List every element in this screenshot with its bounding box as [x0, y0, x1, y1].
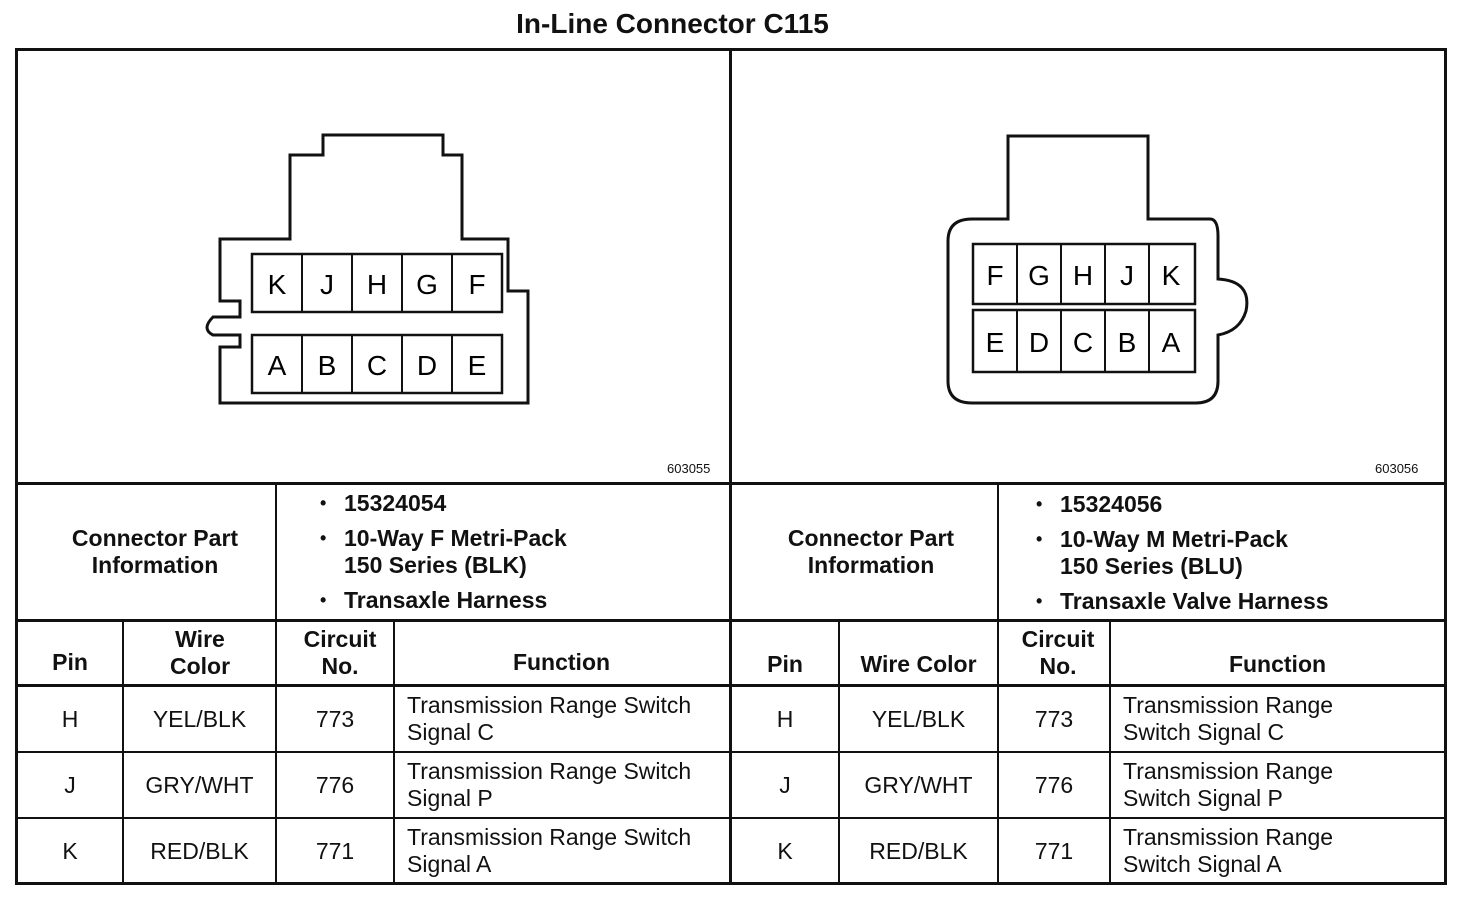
pin-label-k: K: [1162, 260, 1181, 291]
pin-label-h: H: [367, 269, 387, 300]
pin-label-j: J: [1120, 260, 1134, 291]
col-divider: [997, 484, 999, 884]
row-wire: GRY/WHT: [145, 771, 254, 798]
pin-label-j: J: [320, 269, 334, 300]
row-function: Transmission Range Switch Signal A: [1123, 824, 1334, 877]
header-divider: [15, 684, 1447, 687]
harness-name: Transaxle Valve Harness: [1036, 588, 1436, 615]
row-pin: J: [64, 771, 76, 798]
row-divider: [15, 751, 1447, 753]
image-id-left: 603055: [667, 461, 711, 476]
connector-info-label-left: Connector Part Information: [71, 525, 239, 578]
pin-label-b: B: [318, 350, 337, 381]
pin-label-e: E: [468, 350, 487, 381]
row-circuit: 776: [315, 771, 355, 798]
pin-label-b: B: [1118, 327, 1137, 358]
row-wire: YEL/BLK: [871, 705, 966, 732]
part-number: 15324056: [1036, 491, 1436, 518]
row-function: Transmission Range Switch Signal A: [407, 824, 692, 877]
header-pin: Pin: [767, 650, 803, 677]
row-pin: J: [779, 771, 791, 798]
row-function: Transmission Range Switch Signal P: [1123, 758, 1334, 811]
connector-info-label-right: Connector Part Information: [787, 525, 955, 578]
pin-label-e: E: [986, 327, 1005, 358]
row-circuit: 771: [315, 837, 355, 864]
connector-type: 10-Way F Metri-Pack 150 Series (BLK): [320, 525, 604, 579]
col-divider: [393, 621, 395, 884]
pin-label-f: F: [986, 260, 1003, 291]
pin-label-a: A: [1162, 327, 1181, 358]
pin-label-g: G: [1028, 260, 1050, 291]
pin-label-k: K: [268, 269, 287, 300]
row-circuit: 773: [1034, 705, 1074, 732]
row-circuit: 773: [315, 705, 355, 732]
row-function: Transmission Range Switch Signal C: [407, 692, 692, 745]
pin-label-c: C: [367, 350, 387, 381]
header-circuit: Circuit No.: [303, 625, 377, 679]
row-pin: K: [62, 837, 78, 864]
pin-label-a: A: [268, 350, 287, 381]
page-title: In-Line Connector C115: [516, 8, 829, 39]
row-function: Transmission Range Switch Signal P: [407, 758, 692, 811]
row-circuit: 771: [1034, 837, 1074, 864]
header-circuit: Circuit No.: [1021, 625, 1095, 679]
pin-label-c: C: [1073, 327, 1093, 358]
header-function: Function: [1228, 650, 1327, 677]
connector-info-list-left: 15324054 10-Way F Metri-Pack 150 Series …: [320, 490, 700, 622]
row-divider: [15, 817, 1447, 819]
row-wire: YEL/BLK: [152, 705, 247, 732]
col-divider: [1109, 621, 1111, 884]
pin-label-d: D: [417, 350, 437, 381]
row-wire: RED/BLK: [869, 837, 968, 864]
row-pin: H: [776, 705, 794, 732]
info-divider: [15, 619, 1447, 622]
pin-label-f: F: [468, 269, 485, 300]
row-pin: H: [61, 705, 79, 732]
pin-label-g: G: [416, 269, 438, 300]
row-circuit: 776: [1034, 771, 1074, 798]
header-pin: Pin: [52, 648, 88, 675]
col-divider: [275, 484, 277, 884]
col-divider: [122, 621, 124, 884]
row-wire: GRY/WHT: [864, 771, 973, 798]
part-number: 15324054: [320, 490, 700, 517]
row-wire: RED/BLK: [150, 837, 249, 864]
pin-label-h: H: [1073, 260, 1093, 291]
row-pin: K: [777, 837, 793, 864]
header-wire-color: Wire Color: [860, 650, 977, 677]
harness-name: Transaxle Harness: [320, 587, 700, 614]
image-id-right: 603056: [1375, 461, 1419, 476]
connector-type: 10-Way M Metri-Pack 150 Series (BLU): [1036, 526, 1320, 580]
center-divider: [729, 48, 732, 885]
header-function: Function: [512, 648, 611, 675]
row-function: Transmission Range Switch Signal C: [1123, 692, 1334, 745]
header-wire-color: Wire Color: [169, 625, 231, 679]
drawing-divider: [15, 482, 1447, 485]
connector-info-list-right: 15324056 10-Way M Metri-Pack 150 Series …: [1036, 491, 1436, 623]
pin-label-d: D: [1029, 327, 1049, 358]
col-divider: [838, 621, 840, 884]
